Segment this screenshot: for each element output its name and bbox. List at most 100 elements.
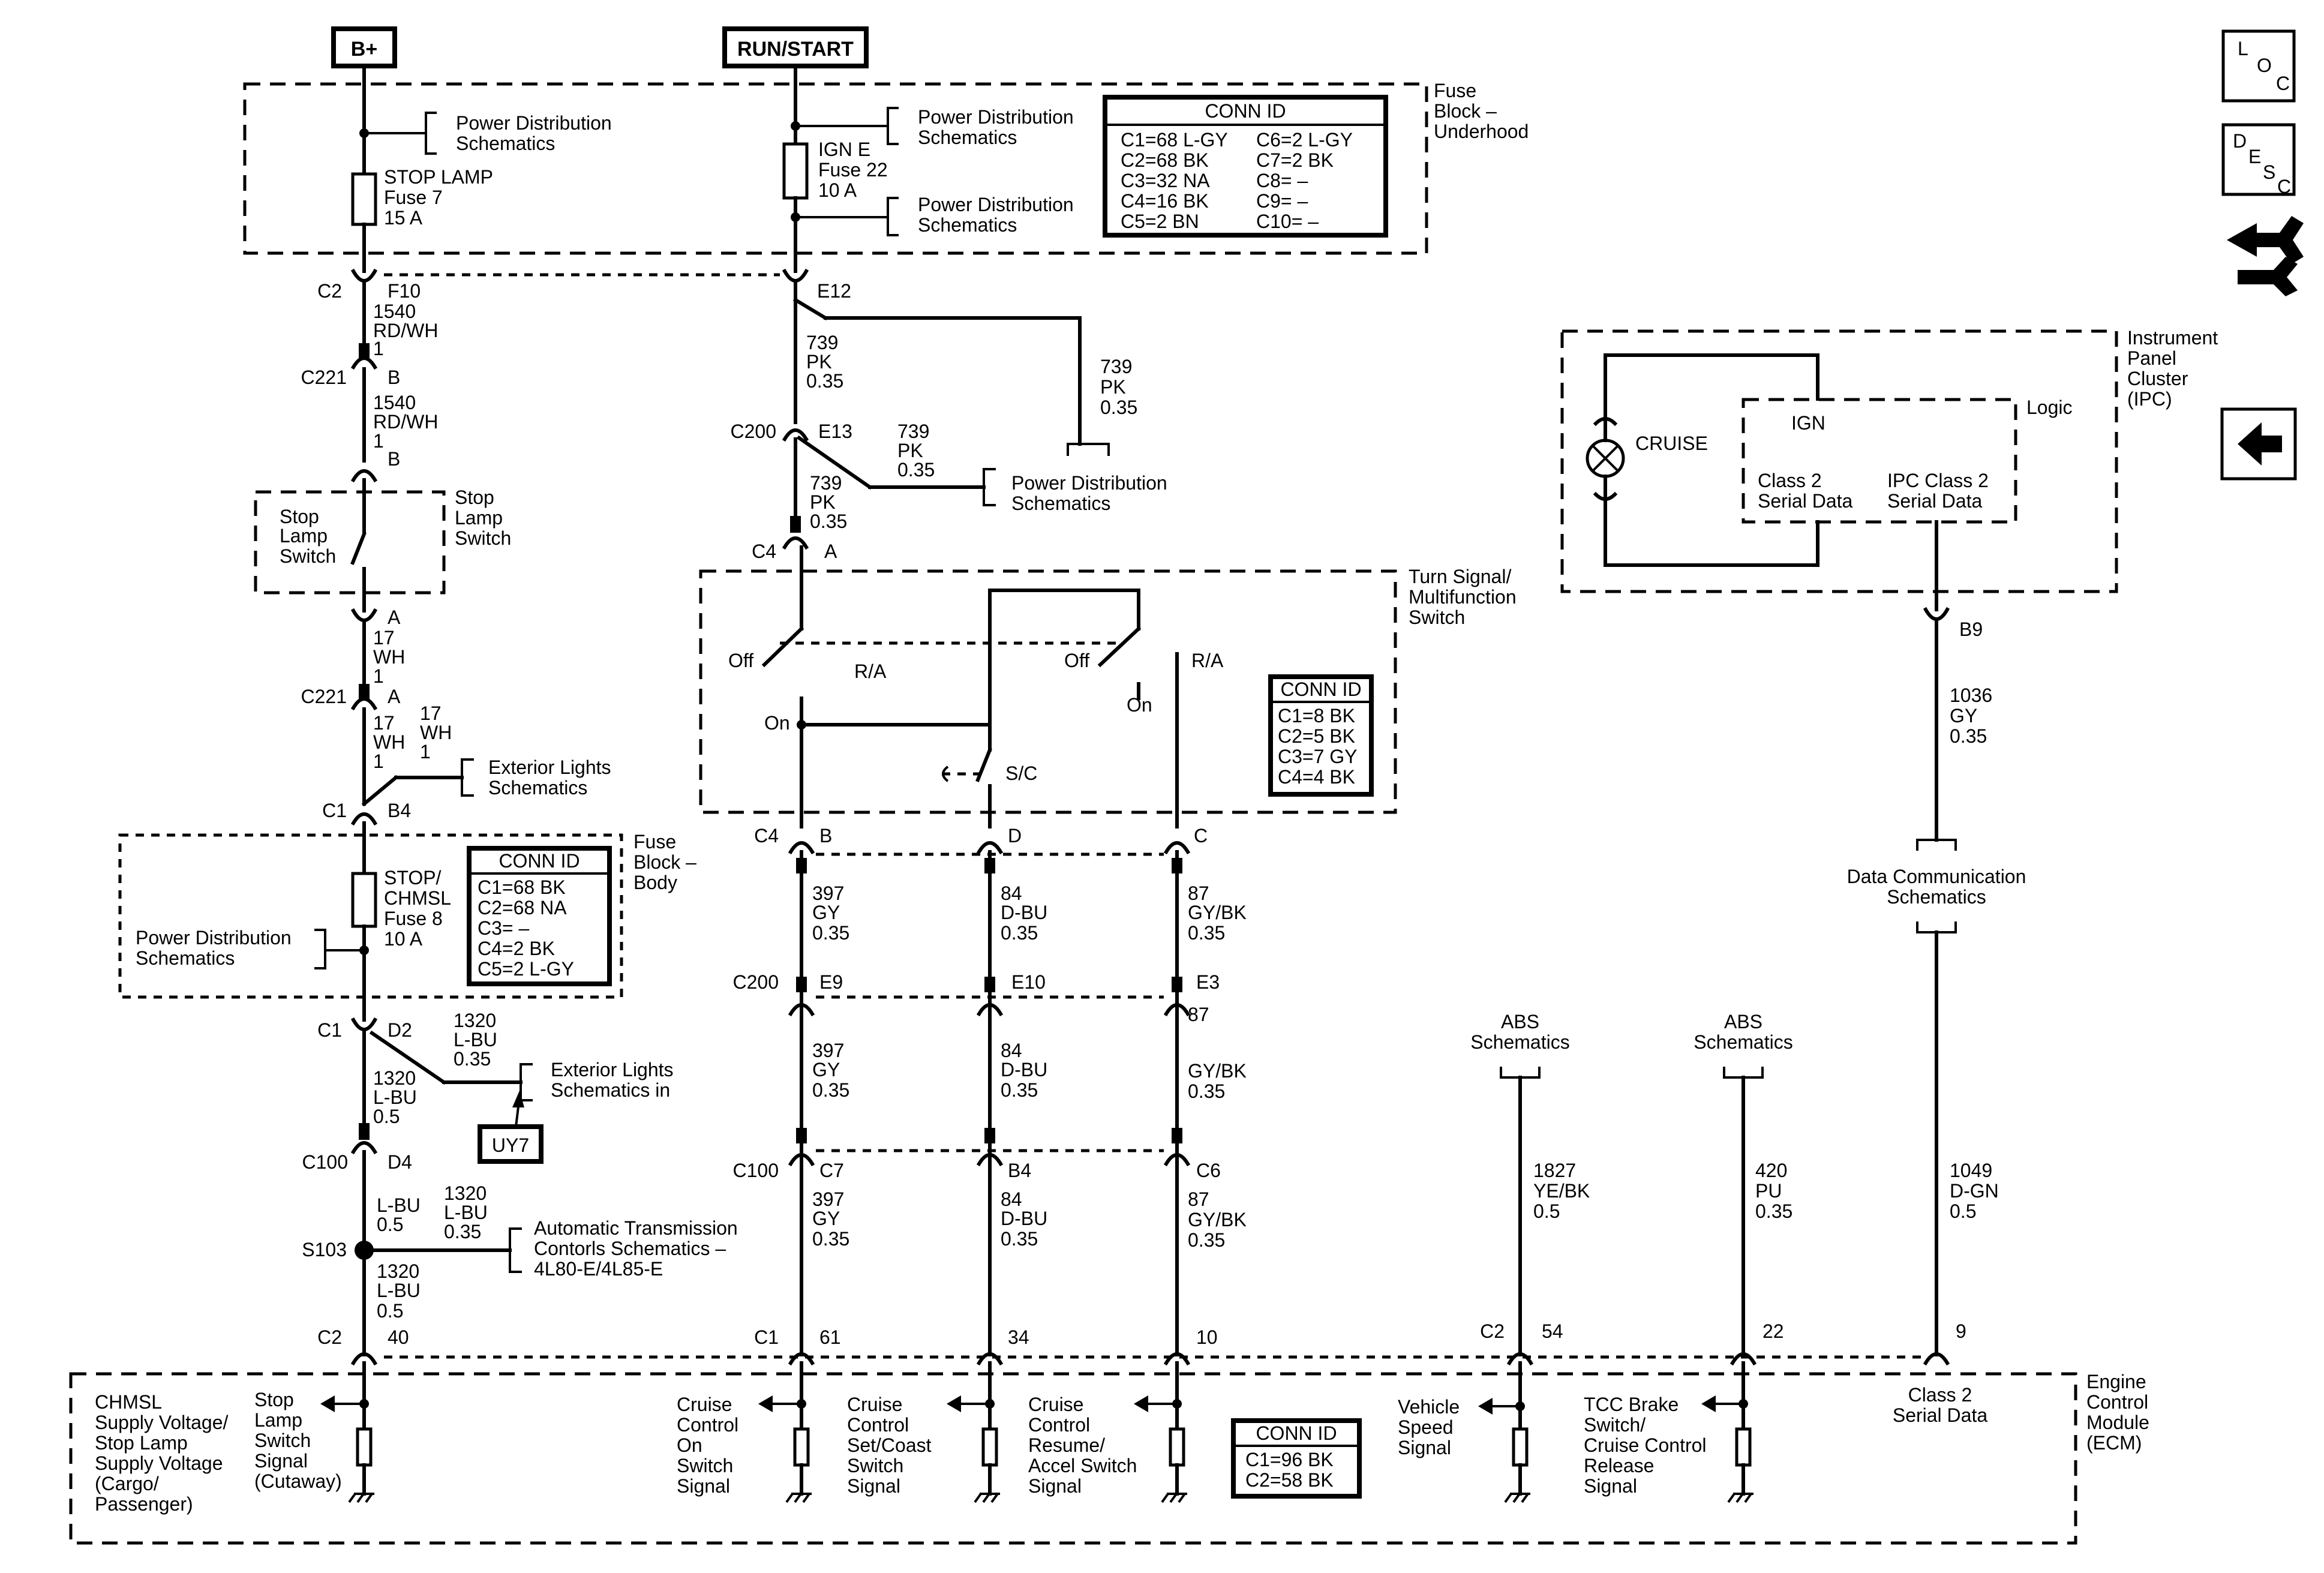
svg-text:B4: B4 bbox=[1008, 1160, 1031, 1181]
svg-text:Passenger): Passenger) bbox=[95, 1493, 193, 1515]
svg-text:C2=58 BK: C2=58 BK bbox=[1245, 1469, 1334, 1491]
svg-text:D4: D4 bbox=[388, 1151, 412, 1173]
svg-text:Stop Lamp: Stop Lamp bbox=[95, 1432, 188, 1454]
ecm-input-cc-on bbox=[758, 1352, 815, 1503]
svg-text:C2: C2 bbox=[317, 1326, 342, 1348]
svg-text:Power Distribution: Power Distribution bbox=[456, 112, 612, 134]
svg-text:Power Distribution: Power Distribution bbox=[136, 927, 292, 948]
svg-text:Schematics: Schematics bbox=[456, 133, 555, 154]
svg-text:C1=68 BK: C1=68 BK bbox=[478, 876, 566, 898]
svg-text:IGN: IGN bbox=[1791, 412, 1825, 434]
svg-text:Panel: Panel bbox=[2127, 347, 2176, 369]
svg-text:420: 420 bbox=[1755, 1160, 1787, 1181]
desc-button[interactable]: D E S C bbox=[2221, 123, 2296, 197]
ecm-input-stop bbox=[320, 1350, 378, 1503]
left-arrow-icon bbox=[2238, 422, 2282, 466]
svg-text:E9: E9 bbox=[819, 971, 843, 993]
svg-text:C: C bbox=[2276, 73, 2290, 94]
svg-text:IPC Class 2: IPC Class 2 bbox=[1887, 470, 1989, 491]
svg-text:STOP LAMP: STOP LAMP bbox=[384, 166, 493, 188]
svg-text:C6: C6 bbox=[1196, 1160, 1221, 1181]
svg-text:Module: Module bbox=[2086, 1412, 2149, 1433]
svg-text:739: 739 bbox=[1100, 356, 1132, 377]
svg-text:(IPC): (IPC) bbox=[2127, 388, 2172, 410]
svg-text:CHMSL: CHMSL bbox=[384, 887, 451, 909]
svg-text:L-BU: L-BU bbox=[454, 1029, 497, 1050]
svg-text:CONN ID: CONN ID bbox=[1205, 100, 1286, 122]
svg-text:E: E bbox=[2248, 146, 2261, 167]
svg-text:Supply Voltage/: Supply Voltage/ bbox=[95, 1412, 229, 1433]
svg-text:Switch: Switch bbox=[455, 527, 511, 549]
svg-text:0.35: 0.35 bbox=[1188, 1080, 1225, 1102]
svg-text:D-BU: D-BU bbox=[1001, 902, 1047, 923]
svg-text:84: 84 bbox=[1001, 1188, 1022, 1210]
svg-text:Signal: Signal bbox=[847, 1475, 900, 1497]
svg-text:L-BU: L-BU bbox=[444, 1202, 488, 1223]
svg-text:C9= –: C9= – bbox=[1256, 190, 1308, 212]
svg-text:10: 10 bbox=[1196, 1326, 1218, 1348]
svg-text:PK: PK bbox=[897, 440, 923, 461]
svg-text:Accel Switch: Accel Switch bbox=[1028, 1455, 1137, 1476]
svg-text:Data Communication: Data Communication bbox=[1847, 866, 2026, 887]
svg-text:Underhood: Underhood bbox=[1434, 121, 1529, 142]
svg-text:397: 397 bbox=[812, 1040, 844, 1061]
ecm-input-cc-set bbox=[947, 1352, 1004, 1503]
svg-text:Switch: Switch bbox=[847, 1455, 903, 1476]
svg-text:PU: PU bbox=[1755, 1180, 1782, 1202]
svg-text:A: A bbox=[388, 686, 401, 707]
svg-text:RD/WH: RD/WH bbox=[373, 411, 438, 433]
svg-text:Engine: Engine bbox=[2086, 1371, 2146, 1392]
svg-text:C3= –: C3= – bbox=[478, 917, 529, 939]
svg-text:Schematics: Schematics bbox=[1470, 1031, 1569, 1053]
svg-text:Cruise: Cruise bbox=[677, 1394, 732, 1415]
svg-text:1540: 1540 bbox=[373, 301, 416, 322]
svg-text:739: 739 bbox=[897, 421, 929, 442]
loc-button[interactable]: L O C bbox=[2221, 29, 2296, 103]
svg-text:B: B bbox=[388, 367, 400, 388]
svg-text:Stop: Stop bbox=[254, 1389, 294, 1410]
turn-signal-multifunction-switch bbox=[699, 569, 1397, 814]
svg-text:Supply Voltage: Supply Voltage bbox=[95, 1452, 223, 1474]
svg-text:C1: C1 bbox=[754, 1326, 779, 1348]
svg-text:C1: C1 bbox=[322, 800, 347, 821]
svg-text:0.35: 0.35 bbox=[1001, 1228, 1038, 1250]
svg-text:0.5: 0.5 bbox=[377, 1214, 403, 1235]
stop-lamp-fuse bbox=[351, 172, 377, 226]
svg-text:Fuse 22: Fuse 22 bbox=[818, 159, 888, 181]
svg-text:0.5: 0.5 bbox=[373, 1106, 400, 1127]
svg-text:Signal: Signal bbox=[677, 1475, 730, 1497]
svg-text:0.35: 0.35 bbox=[444, 1221, 481, 1242]
svg-text:Schematics: Schematics bbox=[1887, 886, 1986, 908]
svg-text:Fuse: Fuse bbox=[1434, 80, 1476, 101]
svg-text:YE/BK: YE/BK bbox=[1533, 1180, 1590, 1202]
svg-text:397: 397 bbox=[812, 1188, 844, 1210]
svg-text:10 A: 10 A bbox=[384, 928, 423, 950]
fuse-block-underhood bbox=[243, 82, 1428, 255]
svg-text:GY/BK: GY/BK bbox=[1188, 1060, 1247, 1082]
svg-text:ABS: ABS bbox=[1724, 1011, 1762, 1032]
conn-id-turn-switch bbox=[1268, 674, 1374, 797]
svg-text:D-GN: D-GN bbox=[1950, 1180, 1999, 1202]
svg-text:Fuse 8: Fuse 8 bbox=[384, 908, 443, 929]
svg-text:87: 87 bbox=[1188, 1188, 1209, 1210]
connector-tool-icon[interactable] bbox=[2227, 216, 2304, 296]
svg-text:C3=32 NA: C3=32 NA bbox=[1121, 170, 1210, 191]
svg-text:61: 61 bbox=[819, 1326, 841, 1348]
svg-text:E12: E12 bbox=[817, 280, 851, 302]
svg-text:C1: C1 bbox=[317, 1019, 342, 1041]
back-arrow-button[interactable] bbox=[2220, 407, 2297, 481]
svg-text:739: 739 bbox=[806, 332, 838, 353]
svg-text:0.35: 0.35 bbox=[810, 511, 847, 532]
svg-text:Switch: Switch bbox=[1409, 607, 1465, 628]
svg-text:0.35: 0.35 bbox=[806, 370, 843, 392]
svg-text:O: O bbox=[2257, 55, 2272, 76]
svg-text:On: On bbox=[677, 1434, 702, 1456]
ign-e-fuse bbox=[782, 142, 809, 200]
svg-text:L-BU: L-BU bbox=[373, 1086, 417, 1108]
svg-text:0.35: 0.35 bbox=[897, 459, 935, 481]
svg-text:397: 397 bbox=[812, 882, 844, 904]
svg-text:E10: E10 bbox=[1011, 971, 1046, 993]
svg-text:A: A bbox=[824, 541, 837, 562]
svg-text:0.35: 0.35 bbox=[812, 922, 849, 944]
svg-text:CRUISE: CRUISE bbox=[1635, 433, 1708, 454]
